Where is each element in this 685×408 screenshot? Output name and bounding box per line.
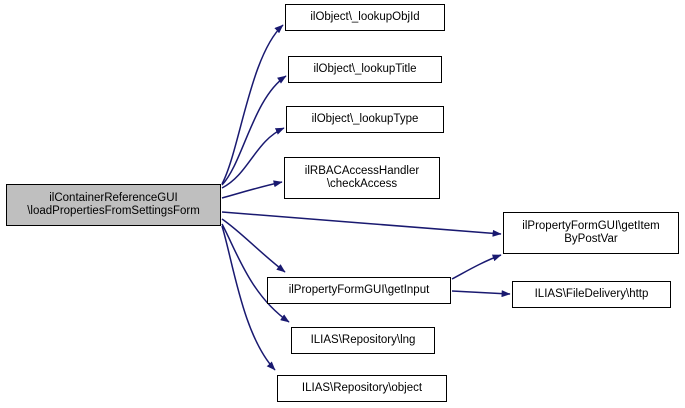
edge-root-lookup-type <box>221 127 285 189</box>
edge-root-rbac-checkaccess <box>221 180 283 199</box>
node-il-rbac-access-handler-check-access[interactable]: ilRBACAccessHandler \checkAccess <box>284 157 440 199</box>
edge-get-input-file-delivery-http <box>451 290 511 298</box>
edge-root-lookup-objid <box>221 24 284 185</box>
node-il-object-lookup-type[interactable]: ilObject\_lookupType <box>286 106 444 133</box>
node-il-property-form-gui-get-item-by-post-var[interactable]: ilPropertyFormGUI\getItem ByPostVar <box>503 212 679 254</box>
node-label: ILIAS\FileDelivery\http <box>534 287 649 300</box>
node-label: ilObject\_lookupType <box>311 112 419 125</box>
node-label: ilPropertyFormGUI\getItem ByPostVar <box>522 219 660 246</box>
node-il-object-lookup-title[interactable]: ilObject\_lookupTitle <box>288 56 442 83</box>
node-label: ilObject\_lookupTitle <box>313 62 417 75</box>
edge-root-get-item-by-post-var <box>221 211 502 237</box>
node-label: ILIAS\Repository\lng <box>310 333 416 346</box>
node-root-il-container-reference-gui-load-properties-from-settings-form[interactable]: ilContainerReferenceGUI \loadPropertiesF… <box>6 184 221 226</box>
node-ilias-file-delivery-http[interactable]: ILIAS\FileDelivery\http <box>512 281 671 308</box>
node-ilias-repository-lng[interactable]: ILIAS\Repository\lng <box>291 327 435 354</box>
edge-root-repository-lng <box>221 223 290 323</box>
node-label: ilObject\_lookupObjId <box>310 10 420 23</box>
node-ilias-repository-object[interactable]: ILIAS\Repository\object <box>277 375 447 402</box>
edge-root-lookup-title <box>221 75 287 186</box>
edge-root-get-input <box>221 218 286 273</box>
node-label: ilRBACAccessHandler \checkAccess <box>304 164 420 191</box>
node-label: ILIAS\Repository\object <box>301 381 423 394</box>
node-label: ilPropertyFormGUI\getInput <box>288 283 430 296</box>
node-il-property-form-gui-get-input[interactable]: ilPropertyFormGUI\getInput <box>267 277 451 304</box>
node-label: ilContainerReferenceGUI \loadPropertiesF… <box>27 191 200 218</box>
edge-root-repository-object <box>221 225 276 371</box>
edge-get-input-get-item-by-post-var <box>451 254 502 280</box>
node-il-object-lookup-obj-id[interactable]: ilObject\_lookupObjId <box>285 4 445 31</box>
